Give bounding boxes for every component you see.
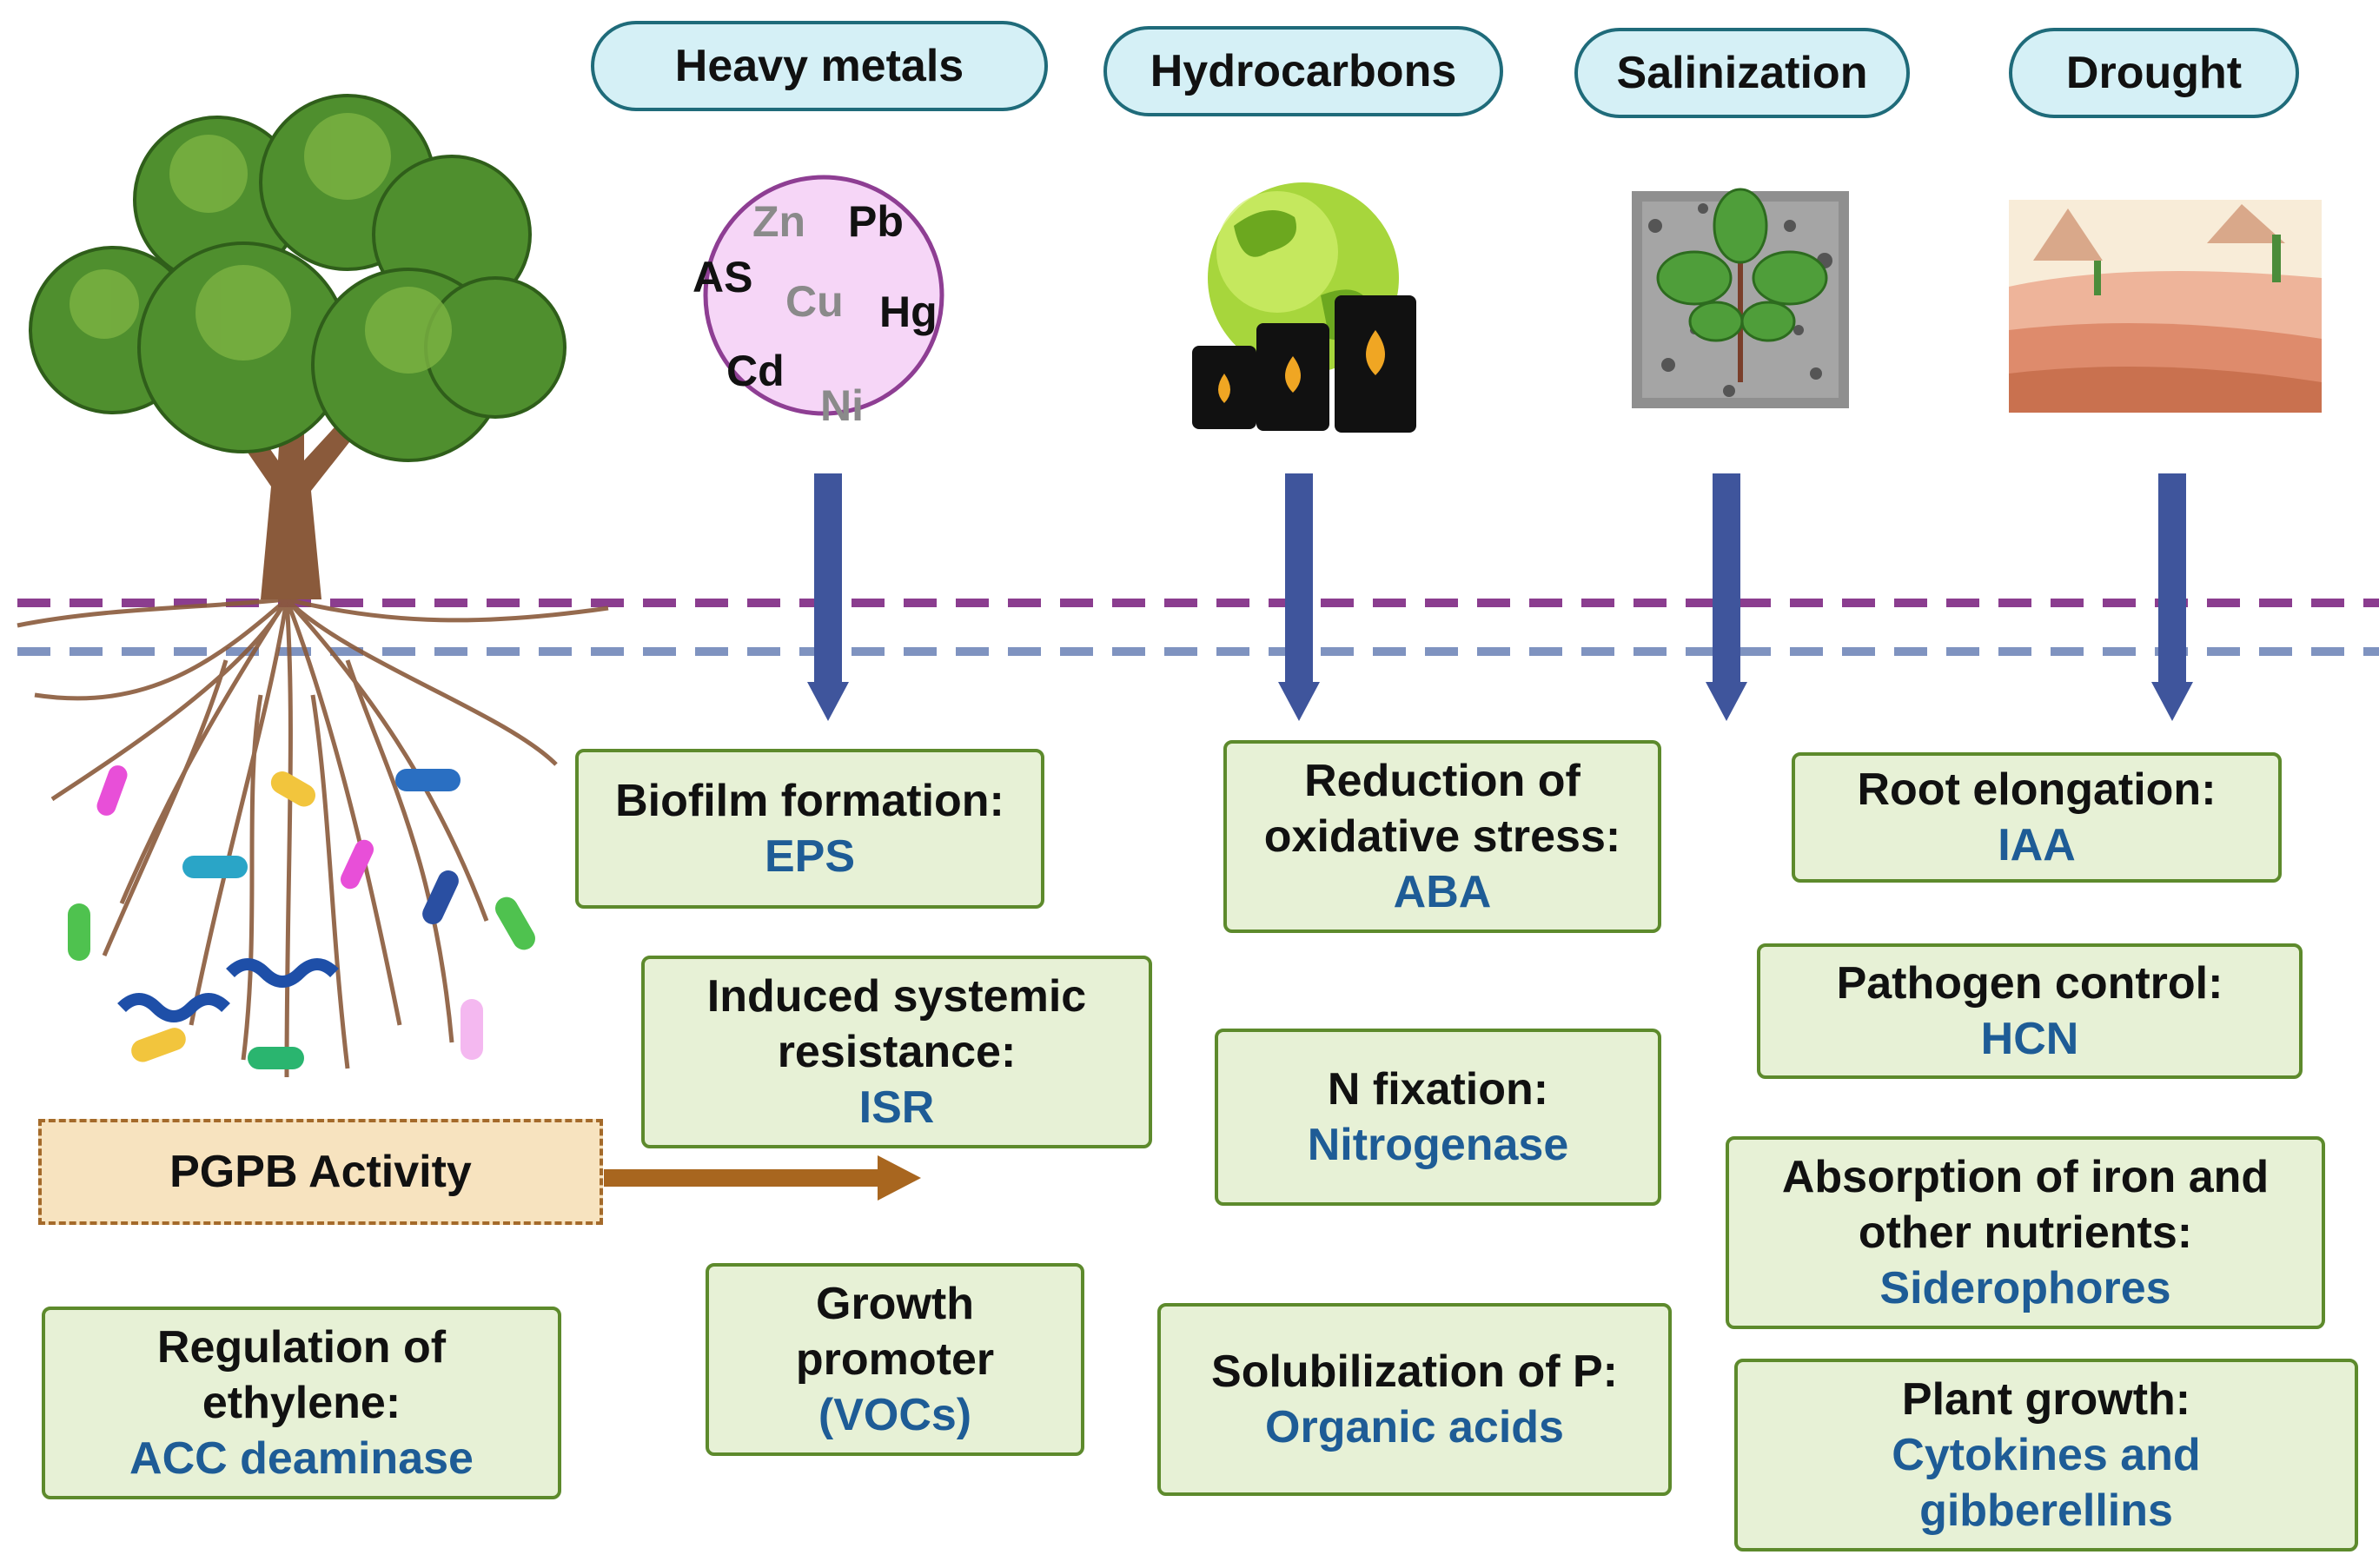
box-growth-promoter-title: Growth promoter	[795, 1279, 995, 1385]
saline-soil-icon	[1632, 188, 1849, 408]
box-p-solubilization-agent: Organic acids	[1265, 1402, 1564, 1452]
pill-hydrocarbons: Hydrocarbons	[1103, 26, 1503, 116]
box-biofilm-agent: EPS	[764, 831, 856, 882]
metal-cd: Cd	[726, 347, 785, 395]
box-root-elongation-title: Root elongation:	[1857, 764, 2217, 815]
box-pathogen-control: Pathogen control: HCN	[1757, 943, 2303, 1079]
metal-as: AS	[692, 253, 753, 301]
box-p-solubilization-title: Solubilization of P:	[1211, 1346, 1618, 1397]
tree-icon	[17, 94, 609, 1078]
box-oxidative: Reduction of oxidative stress: ABA	[1223, 740, 1661, 933]
box-root-elongation-agent: IAA	[1998, 820, 2076, 870]
box-pathogen-control-agent: HCN	[1980, 1014, 2079, 1064]
box-iron-absorption-agent: Siderophores	[1879, 1263, 2171, 1313]
box-growth-promoter: Growth promoter (VOCs)	[706, 1263, 1084, 1456]
box-plant-growth: Plant growth: Cytokines and gibberellins	[1734, 1359, 2358, 1551]
box-root-elongation: Root elongation: IAA	[1792, 752, 2282, 883]
pill-salinization: Salinization	[1574, 28, 1910, 118]
metal-ni: Ni	[820, 381, 864, 430]
box-iron-absorption: Absorption of iron and other nutrients: …	[1726, 1136, 2325, 1329]
bacteria-icon	[68, 765, 535, 1069]
heavy-metals-icon	[703, 175, 944, 416]
box-isr: Induced systemic resistance: ISR	[641, 956, 1152, 1148]
box-ethylene-agent: ACC deaminase	[129, 1433, 474, 1484]
box-plant-growth-agent: Cytokines and gibberellins	[1892, 1430, 2201, 1536]
pgpb-arrow	[604, 1155, 921, 1201]
pill-drought: Drought	[2009, 28, 2299, 118]
box-growth-promoter-agent: (VOCs)	[818, 1390, 972, 1440]
box-n-fixation-title: N fixation:	[1327, 1064, 1549, 1115]
box-oxidative-title: Reduction of oxidative stress:	[1263, 756, 1621, 862]
metal-zn: Zn	[752, 197, 806, 246]
pgpb-activity-box: PGPB Activity	[38, 1119, 603, 1225]
metal-hg: Hg	[879, 288, 938, 336]
box-ethylene-title: Regulation of ethylene:	[156, 1322, 447, 1428]
metal-cu: Cu	[785, 277, 844, 326]
box-n-fixation: N fixation: Nitrogenase	[1215, 1029, 1661, 1206]
box-isr-agent: ISR	[858, 1082, 935, 1133]
oil-globe-icon	[1192, 182, 1416, 433]
box-n-fixation-agent: Nitrogenase	[1307, 1120, 1569, 1170]
box-oxidative-agent: ABA	[1393, 867, 1492, 917]
metal-pb: Pb	[848, 197, 904, 246]
box-p-solubilization: Solubilization of P: Organic acids	[1157, 1303, 1672, 1496]
box-pathogen-control-title: Pathogen control:	[1836, 958, 2223, 1009]
box-biofilm-title: Biofilm formation:	[615, 776, 1004, 826]
stress-arrows	[807, 473, 2193, 721]
box-iron-absorption-title: Absorption of iron and other nutrients:	[1781, 1152, 2270, 1258]
box-ethylene: Regulation of ethylene: ACC deaminase	[42, 1307, 561, 1499]
box-plant-growth-title: Plant growth:	[1901, 1374, 2191, 1425]
desert-icon	[2009, 200, 2322, 413]
box-biofilm: Biofilm formation: EPS	[575, 749, 1044, 909]
pill-heavy-metals: Heavy metals	[591, 21, 1048, 111]
box-isr-title: Induced systemic resistance:	[706, 971, 1087, 1077]
